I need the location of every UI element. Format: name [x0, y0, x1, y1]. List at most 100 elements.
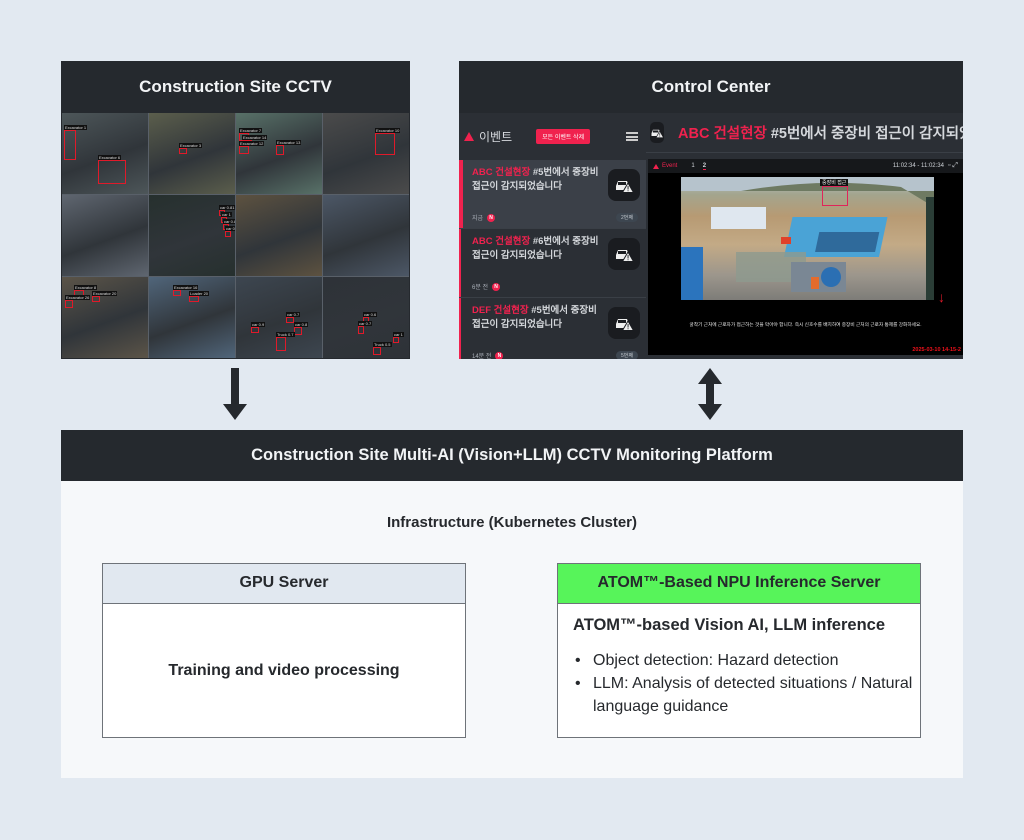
detection-label: car 0.7 [286, 312, 301, 317]
detection-label: Excavator 1 [64, 125, 88, 130]
detection-label: Excavator 10 [375, 128, 401, 133]
event-detail-header: ABC 건설현장 #5번에서 중장비 접근이 감지되었습니다 [646, 113, 963, 153]
npu-server-subtitle: ATOM™-based Vision AI, LLM inference [573, 616, 886, 634]
camera-feed[interactable] [236, 195, 322, 276]
platform-title: Construction Site Multi-AI (Vision+LLM) … [61, 430, 963, 481]
video-timestamp: 2025-03-10 14-15-2 [912, 347, 961, 353]
clear-all-events-button[interactable]: 모든 이벤트 삭제 [536, 129, 591, 144]
detection-label: car 0.8 [294, 322, 309, 327]
detection-box [375, 133, 395, 155]
detection-box [64, 130, 76, 160]
event-list-header: 이벤트 모든 이벤트 삭제 [459, 113, 646, 160]
detection-label: Excavator 16 [173, 285, 199, 290]
event-video-player: Event 1 2 11:02:34 - 11:02:34 ▫ ⤢ [648, 159, 963, 355]
detection-box [294, 327, 302, 335]
detection-box [173, 290, 181, 296]
detection-label: Truck 0.5 [373, 342, 392, 347]
monitoring-platform: Construction Site Multi-AI (Vision+LLM) … [61, 430, 963, 778]
expand-icon[interactable]: ▫ ⤢ [947, 162, 958, 169]
menu-icon[interactable] [626, 132, 638, 141]
site-name: ABC 건설현장 [472, 167, 531, 178]
camera-feed[interactable]: Excavator 3 [149, 113, 235, 194]
warning-icon [464, 132, 474, 141]
event-message: #5번에서 중장비 접근이 감지되었습니다 [770, 126, 963, 142]
site-scene [681, 177, 934, 300]
detection-label: Excavator 3 [179, 143, 203, 148]
gpu-server-description: Training and video processing [168, 661, 400, 679]
gpu-server-box: GPU Server Training and video processing [102, 563, 466, 738]
detection-box [822, 186, 848, 206]
camera-feed[interactable]: Excavator 10 [323, 113, 409, 194]
detection-box [65, 300, 73, 308]
event-tab-label: Event [662, 163, 678, 169]
gpu-server-title: GPU Server [103, 564, 465, 604]
video-toolbar: Event 1 2 11:02:34 - 11:02:34 ▫ ⤢ [648, 159, 963, 173]
detection-label: car 0.9 [251, 322, 266, 327]
event-time: 지금 [472, 216, 484, 222]
event-text: ABC 건설현장 #5번에서 중장비 접근이 감지되었습니다 [472, 166, 604, 194]
npu-server-box: ATOM™-Based NPU Inference Server ATOM™-b… [557, 563, 921, 738]
detection-label: Loader 20 [189, 291, 210, 296]
control-center-title: Control Center [459, 61, 963, 113]
detection-box [276, 337, 286, 351]
detection-label: car 0.81 [219, 205, 235, 210]
event-indicator-bar [459, 160, 463, 228]
event-message: #5번에서 중장비 접근이 감지되었습니다 [472, 167, 599, 192]
detection-box [393, 337, 399, 343]
vehicle-warning-icon [608, 169, 640, 201]
npu-feature-item: Object detection: Hazard detection [573, 649, 920, 672]
event-list-panel: 이벤트 모든 이벤트 삭제 ABC 건설현장 #5번에서 중장비 접근이 감지되… [459, 113, 646, 359]
vehicle-warning-icon [650, 122, 664, 143]
detection-label: car 1 [393, 332, 404, 337]
detection-box [251, 327, 259, 333]
event-detail-panel: ABC 건설현장 #5번에서 중장비 접근이 감지되었습니다 Event 1 2… [646, 113, 963, 359]
detection-label: Excavator 26 [65, 295, 91, 300]
control-center-screenshot: 이벤트 모든 이벤트 삭제 ABC 건설현장 #5번에서 중장비 접근이 감지되… [459, 113, 963, 359]
page-2-tab[interactable]: 2 [702, 162, 707, 170]
infrastructure-title: Infrastructure (Kubernetes Cluster) [386, 514, 638, 531]
detection-box [92, 296, 100, 302]
detection-label: car 0.7 [225, 226, 235, 231]
detection-label: car 0.6 [363, 312, 378, 317]
event-tab[interactable]: Event [653, 163, 677, 169]
detection-label: Excavator 8 [74, 285, 98, 290]
detection-box [276, 145, 284, 155]
event-detail-title: ABC 건설현장 #5번에서 중장비 접근이 감지되었습니다 [678, 122, 963, 143]
event-message: #6번에서 중장비 접근이 감지되었습니다 [472, 236, 599, 261]
control-center-panel: Control Center 이벤트 모든 이벤트 삭제 ABC 건설현장 #5… [459, 61, 963, 359]
detection-label: car 1 [221, 212, 232, 217]
npu-feature-list: Object detection: Hazard detection LLM: … [573, 649, 920, 718]
detection-label: Excavator 20 [92, 291, 118, 296]
page-1-tab[interactable]: 1 [691, 163, 695, 169]
detection-label: Excavator 12 [239, 141, 265, 146]
time-range: 11:02:34 - 11:02:34 [892, 163, 944, 169]
detection-label: car 0.8 [223, 219, 235, 224]
cctv-panel-title: Construction Site CCTV [61, 61, 410, 113]
camera-feed[interactable] [62, 195, 148, 276]
detection-box [225, 231, 231, 237]
new-badge: N [492, 282, 501, 291]
red-annotation-arrow-icon: ↓ [938, 289, 945, 305]
detection-label: Truck 0.7 [276, 332, 295, 337]
event-text: ABC 건설현장 #6번에서 중장비 접근이 감지되었습니다 [472, 235, 604, 263]
event-text: DEF 건설현장 #5번에서 중장비 접근이 감지되었습니다 [472, 304, 604, 332]
llm-guidance-caption: 굴착기 근처에 근로자가 접근하는 것을 막아야 합니다. 즉시 신호수를 배치… [689, 322, 922, 327]
camera-feed[interactable]: car 0.81 car 1 car 0.8 car 0.7 [149, 195, 235, 276]
npu-server-title: ATOM™-Based NPU Inference Server [558, 564, 920, 604]
detection-label: car 0.7 [358, 321, 373, 326]
camera-feed[interactable] [323, 195, 409, 276]
detection-label: Excavator 13 [276, 140, 302, 145]
site-name: ABC 건설현장 [678, 126, 767, 142]
